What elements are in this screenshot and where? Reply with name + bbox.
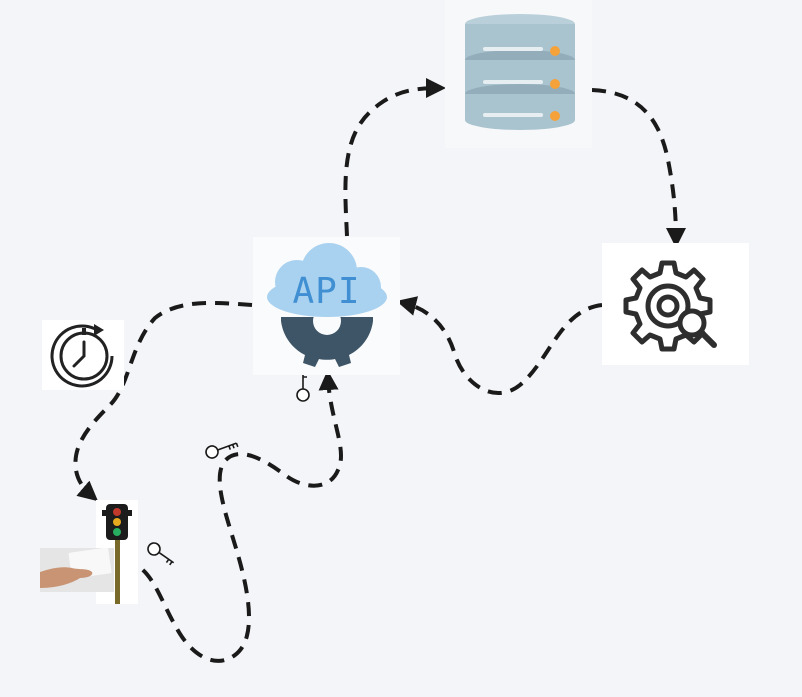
key-icon [205, 442, 239, 459]
key-icon [296, 371, 310, 402]
edge-database-to-settings [591, 88, 686, 248]
gear-magnifier-icon [602, 243, 749, 365]
api-cloud-gear-icon: API [253, 237, 400, 375]
hand-holding-card-icon [40, 548, 114, 592]
key-icon [147, 542, 175, 566]
clock-refresh-icon [42, 320, 124, 390]
edge-settings-to-api [396, 296, 603, 396]
api-label: API [292, 271, 361, 312]
edge-api-to-database [343, 78, 446, 237]
cloud-icon [267, 243, 387, 317]
edge-traffic-to-api [121, 370, 343, 663]
database-server-icon [445, 0, 592, 148]
edge-api-to-traffic [73, 300, 253, 502]
